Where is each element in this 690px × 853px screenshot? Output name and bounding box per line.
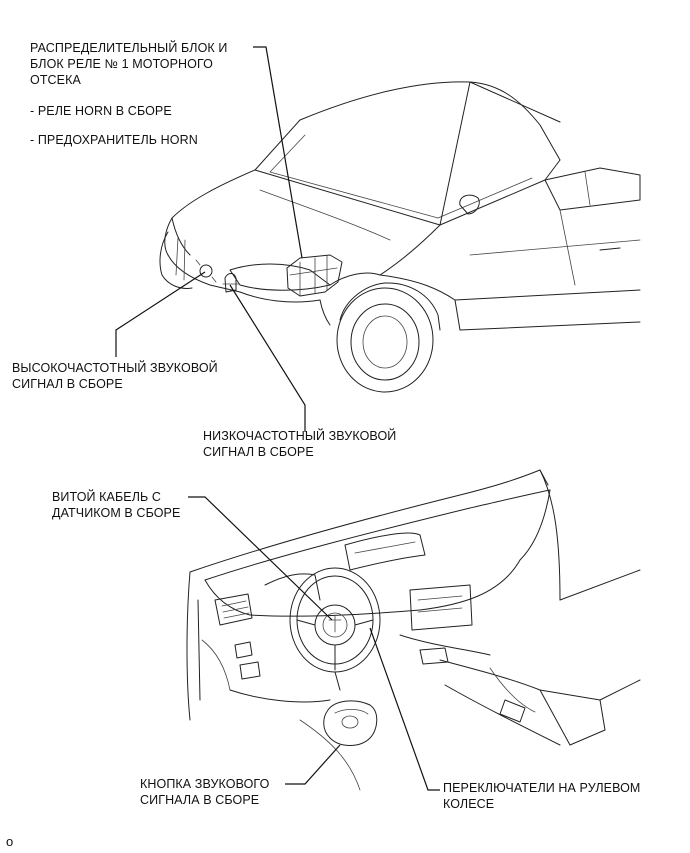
label-horn-button-line2: СИГНАЛА В СБОРЕ: [140, 793, 260, 807]
label-steering-switches-line2: КОЛЕСЕ: [443, 797, 495, 811]
label-horn-relay: - РЕЛЕ HORN В СБОРЕ: [30, 104, 172, 118]
dashboard-illustration: [186, 469, 641, 791]
corner-mark: o: [6, 834, 14, 849]
label-low-horn-line1: НИЗКОЧАСТОТНЫЙ ЗВУКОВОЙ: [203, 429, 397, 443]
label-relay-block-line3: ОТСЕКА: [30, 73, 81, 87]
car-front-illustration: [159, 81, 641, 393]
label-spiral-cable-line1: ВИТОЙ КАБЕЛЬ С: [52, 490, 162, 504]
leader-lines: [115, 46, 440, 791]
label-horn-button-line1: КНОПКА ЗВУКОВОГО: [140, 777, 270, 791]
label-spiral-cable: ВИТОЙ КАБЕЛЬ С ДАТЧИКОМ В СБОРЕ: [52, 489, 180, 521]
label-horn-fuse: - ПРЕДОХРАНИТЕЛЬ HORN: [30, 133, 198, 147]
label-horn-button: КНОПКА ЗВУКОВОГО СИГНАЛА В СБОРЕ: [140, 776, 269, 808]
label-high-horn-line2: СИГНАЛ В СБОРЕ: [12, 377, 123, 391]
label-relay-block-line1: РАСПРЕДЕЛИТЕЛЬНЫЙ БЛОК И: [30, 41, 228, 55]
label-high-horn: ВЫСОКОЧАСТОТНЫЙ ЗВУКОВОЙ СИГНАЛ В СБОРЕ: [12, 360, 218, 392]
label-steering-switches-line1: ПЕРЕКЛЮЧАТЕЛИ НА РУЛЕВОМ: [443, 781, 641, 795]
label-spiral-cable-line2: ДАТЧИКОМ В СБОРЕ: [52, 506, 181, 520]
label-relay-block-line2: БЛОК РЕЛЕ № 1 МОТОРНОГО: [30, 57, 213, 71]
label-high-horn-line1: ВЫСОКОЧАСТОТНЫЙ ЗВУКОВОЙ: [12, 361, 218, 375]
label-low-horn: НИЗКОЧАСТОТНЫЙ ЗВУКОВОЙ СИГНАЛ В СБОРЕ: [203, 428, 396, 460]
label-steering-switches: ПЕРЕКЛЮЧАТЕЛИ НА РУЛЕВОМ КОЛЕСЕ: [443, 780, 640, 812]
label-relay-block: РАСПРЕДЕЛИТЕЛЬНЫЙ БЛОК И БЛОК РЕЛЕ № 1 М…: [30, 40, 227, 88]
label-low-horn-line2: СИГНАЛ В СБОРЕ: [203, 445, 314, 459]
